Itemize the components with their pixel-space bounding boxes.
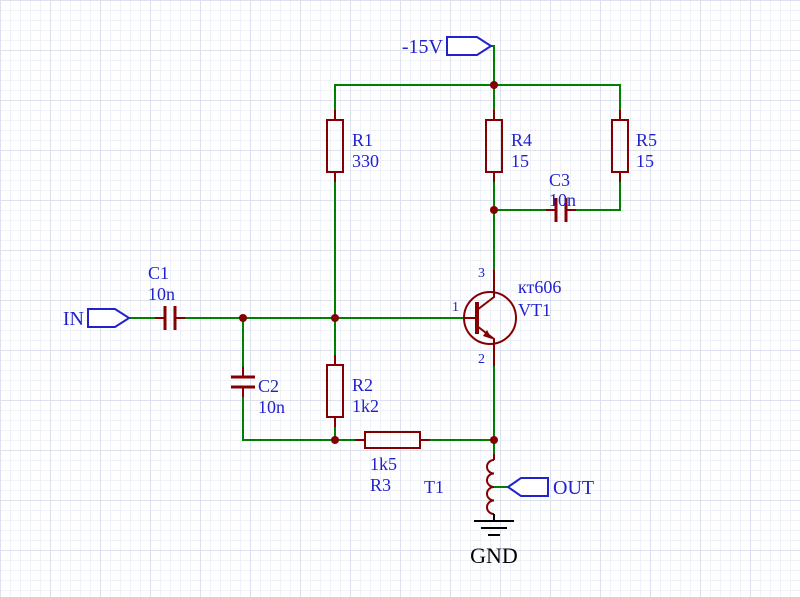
port-out-label[interactable]: OUT [553,477,594,499]
net-flag-icon [87,308,131,328]
transistor-vt1[interactable]: 1 3 2 кт606 VT1 [452,266,561,367]
c1-value[interactable]: 10n [148,284,175,304]
junction-dot [490,436,498,444]
gnd-label: GND [470,543,518,568]
transistor-collector-pin [476,270,495,311]
junction-dot [331,314,339,322]
c2-value[interactable]: 10n [258,397,285,417]
resistor-r5[interactable]: R5 15 [611,110,657,182]
ground-symbol[interactable]: GND [470,514,518,568]
port-flag-in[interactable]: IN [63,308,131,330]
capacitor-plates [163,306,177,330]
net-flag-icon [446,36,493,56]
capacitor-c2[interactable]: C2 10n [231,367,285,417]
r3-ref[interactable]: R3 [370,475,391,495]
capacitor-c3[interactable]: C3 10n [546,170,576,222]
port-in-label[interactable]: IN [63,308,84,330]
resistor-r3[interactable]: 1k5 R3 [355,431,430,495]
junction-dot [239,314,247,322]
capacitor-plates [231,375,255,389]
r1-value[interactable]: 330 [352,151,379,171]
resistor-body [326,364,344,418]
junction-dot [490,206,498,214]
c3-value[interactable]: 10n [549,190,576,210]
r3-value[interactable]: 1k5 [370,454,397,474]
emitter-arrow-icon [483,330,492,339]
junction-dot [490,81,498,89]
r1-ref[interactable]: R1 [352,130,373,150]
inductor-t1[interactable]: T1 [424,454,495,515]
pin-number-base: 1 [452,300,459,315]
power-flag-neg15v[interactable]: -15V [402,36,493,58]
r5-value[interactable]: 15 [636,151,654,171]
transistor-emitter-pin [476,325,495,366]
r2-value[interactable]: 1k2 [352,396,379,416]
capacitor-plates [554,198,568,222]
c2-ref[interactable]: C2 [258,376,279,396]
port-flag-out[interactable]: OUT [506,477,594,499]
capacitor-c1[interactable]: C1 10n [148,263,185,330]
wire-top-rail[interactable] [334,84,621,110]
ground-icon [474,514,514,536]
r4-ref[interactable]: R4 [511,130,532,150]
resistor-body [485,119,503,173]
resistor-body [326,119,344,173]
wire-supply-drop[interactable] [491,45,495,85]
resistor-r4[interactable]: R4 15 [485,110,532,182]
resistor-body [611,119,629,173]
power-flag-label[interactable]: -15V [402,36,444,58]
wires [129,45,621,488]
inductor-coil [486,459,495,515]
vt1-part[interactable]: кт606 [518,277,561,297]
r5-ref[interactable]: R5 [636,130,657,150]
junction-dot [331,436,339,444]
c3-ref[interactable]: C3 [549,170,570,190]
r4-value[interactable]: 15 [511,151,529,171]
resistor-r1[interactable]: R1 330 [326,110,379,182]
vt1-ref[interactable]: VT1 [518,300,551,320]
c1-ref[interactable]: C1 [148,263,169,283]
net-flag-icon [506,477,549,497]
resistor-body [364,431,421,449]
pin-number-collector: 3 [478,266,485,281]
junction-dots [239,81,498,444]
resistor-r2[interactable]: R2 1k2 [326,355,379,427]
t1-ref[interactable]: T1 [424,477,444,497]
wire-c2-bottom[interactable] [242,397,335,441]
wire-c3-to-r5[interactable] [576,182,621,211]
r2-ref[interactable]: R2 [352,375,373,395]
pin-number-emitter: 2 [478,352,485,367]
